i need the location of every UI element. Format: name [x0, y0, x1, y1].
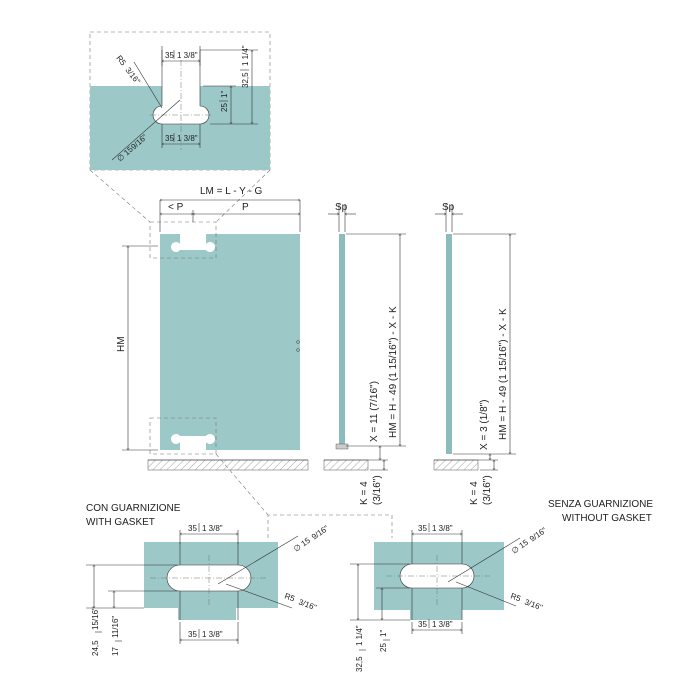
n-dim-dia: ∅ 15 [510, 538, 530, 556]
top-detail: 35 1 3/8" 35 1 3/8" 32,5 1 1/4" 25 1" R5… [89, 31, 271, 171]
front-view: LM = L - Y - G < P P HM [116, 186, 309, 471]
side-view-no-gasket: Sp HM = H - 49 (1 15/16") - X - K X = 3 … [433, 202, 516, 505]
n-dim-dia-in: 9/16" [528, 526, 548, 544]
k-in-gasket: (3/16") [372, 475, 383, 505]
k-label-no-gasket: K = 4 [469, 481, 480, 505]
n-dim-bot-35-in: 1 3/8" [432, 620, 453, 629]
g-dim-top-35: 35 [188, 524, 197, 533]
with-gasket-it: CON GUARNIZIONE [86, 503, 181, 514]
sp-label-gasket: Sp [335, 202, 348, 213]
k-label-gasket: K = 4 [359, 481, 370, 505]
side-view-gasket: Sp HM = H - 49 (1 15/16") - X - K X = 11… [323, 202, 406, 505]
n-dim-325-in: 1 1/4" [355, 625, 364, 646]
hm-label: HM [116, 336, 127, 352]
detail-with-gasket: CON GUARNIZIONE WITH GASKET 35 1 3/8" 35… [86, 503, 330, 656]
dim-25-in: 1" [220, 91, 229, 98]
no-gasket-glass [374, 542, 504, 620]
n-dim-r5-in: 3/16" [523, 597, 544, 612]
n-dim-bot-35: 35 [418, 620, 427, 629]
dim-25: 25 [220, 103, 229, 112]
sp-label-no-gasket: Sp [442, 202, 455, 213]
g-dim-245: 24,5 [91, 640, 100, 656]
x-gasket-label: X = 11 (7/16") [369, 381, 380, 442]
lt-p-label: < P [168, 202, 184, 213]
side-glass-gasket [339, 234, 345, 446]
side-glass-no-gasket [446, 234, 452, 454]
g-dim-dia: ∅ 15 [292, 536, 312, 554]
detail-glass [90, 86, 270, 170]
n-dim-top-35: 35 [418, 524, 427, 533]
g-dim-17: 17 [111, 647, 120, 656]
dim-top-35: 35 [165, 51, 174, 60]
g-dim-bot-35-in: 1 3/8" [202, 630, 223, 639]
g-dim-17-in: 11/16" [111, 616, 120, 638]
gasket-glass [144, 542, 278, 620]
lm-label: LM = L - Y - G [200, 186, 263, 197]
hm-formula-no-gasket: HM = H - 49 (1 15/16") - X - K [498, 308, 509, 440]
g-dim-r5-in: 3/16" [297, 597, 318, 612]
floor-front [147, 459, 309, 471]
floor-side-gasket [323, 459, 369, 471]
g-dim-r5: R5 [283, 591, 296, 603]
dim-top-35-in: 1 3/8" [177, 51, 198, 60]
p-label: P [242, 202, 249, 213]
dim-r5-in: 3/16" [123, 66, 142, 86]
n-dim-325: 32,5 [355, 656, 364, 672]
hm-formula-gasket: HM = H - 49 (1 15/16") - X - K [388, 306, 399, 438]
dim-325-in: 1 1/4" [241, 45, 250, 66]
n-dim-top-35-in: 1 3/8" [432, 524, 453, 533]
n-dim-25: 25 [379, 643, 388, 652]
dim-bot-35-in: 1 3/8" [177, 134, 198, 143]
without-gasket-it: SENZA GUARNIZIONE [548, 499, 653, 510]
dim-325: 32,5 [241, 72, 250, 88]
g-dim-245-in: 15/16" [91, 607, 100, 630]
glass-panel [160, 234, 300, 450]
n-dim-r5: R5 [509, 591, 522, 603]
g-dim-top-35-in: 1 3/8" [202, 524, 223, 533]
dim-r5: R5 [114, 54, 128, 68]
dim-bot-35: 35 [165, 134, 174, 143]
n-dim-25-in: 1" [379, 630, 388, 637]
g-dim-bot-35: 35 [188, 630, 197, 639]
with-gasket-en: WITH GASKET [86, 517, 155, 528]
k-in-no-gasket: (3/16") [482, 475, 493, 505]
g-dim-dia-in: 9/16" [310, 524, 330, 542]
detail-without-gasket: SENZA GUARNIZIONE WITHOUT GASKET 35 1 3/… [350, 499, 653, 672]
floor-side-no-gasket [433, 459, 479, 471]
x-no-gasket-label: X = 3 (1/8") [479, 399, 490, 450]
without-gasket-en: WITHOUT GASKET [562, 513, 652, 524]
